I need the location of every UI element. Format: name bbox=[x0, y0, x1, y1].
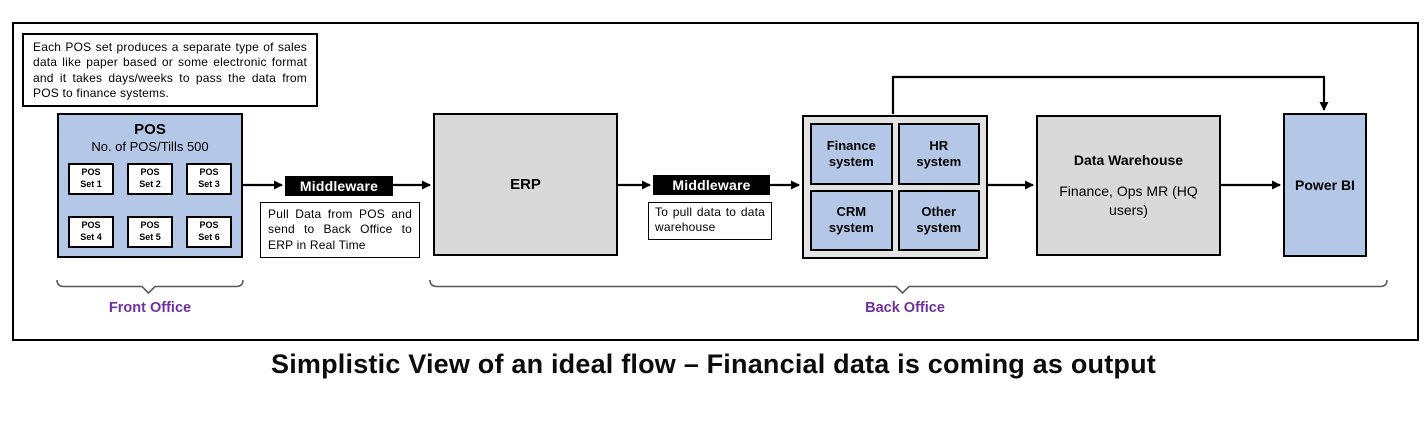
pos-set-6-line1: POS bbox=[199, 220, 219, 231]
pos-set-3-line1: POS bbox=[199, 167, 219, 178]
pos-set-row-1: POS Set 1 POS Set 2 POS Set 3 bbox=[59, 163, 241, 195]
data-warehouse-subtitle: Finance, Ops MR (HQ users) bbox=[1059, 183, 1198, 218]
pos-set-5: POS Set 5 bbox=[127, 216, 173, 248]
backoffice-systems-grid: Finance system HR system CRM system Othe… bbox=[802, 115, 988, 259]
pos-subtitle: No. of POS/Tills 500 bbox=[91, 139, 209, 154]
pos-set-3: POS Set 3 bbox=[186, 163, 232, 195]
pos-set-6-line2: Set 6 bbox=[198, 232, 220, 242]
data-warehouse-box: Data Warehouse Finance, Ops MR (HQ users… bbox=[1036, 115, 1221, 256]
crm-system-box: CRM system bbox=[810, 189, 893, 251]
middleware-2-note: To pull data to data warehouse bbox=[648, 202, 772, 240]
front-office-label: Front Office bbox=[108, 300, 192, 316]
power-bi-box: Power BI bbox=[1283, 113, 1367, 257]
pos-set-4: POS Set 4 bbox=[68, 216, 114, 248]
pos-set-6: POS Set 6 bbox=[186, 216, 232, 248]
pos-annotation-note: Each POS set produces a separate type of… bbox=[22, 33, 318, 107]
pos-set-1-line1: POS bbox=[81, 167, 101, 178]
pos-set-2: POS Set 2 bbox=[127, 163, 173, 195]
pos-set-5-line2: Set 5 bbox=[139, 232, 161, 242]
finance-system-box: Finance system bbox=[810, 123, 893, 185]
pos-set-1-line2: Set 1 bbox=[80, 179, 102, 189]
pos-set-4-line2: Set 4 bbox=[80, 232, 102, 242]
data-warehouse-title: Data Warehouse bbox=[1073, 152, 1184, 169]
pos-box: POS No. of POS/Tills 500 POS Set 1 POS S… bbox=[57, 113, 243, 258]
middleware-1-box: Middleware bbox=[285, 176, 393, 196]
hr-system-box: HR system bbox=[897, 123, 980, 185]
back-office-label: Back Office bbox=[865, 300, 945, 316]
middleware-2-box: Middleware bbox=[653, 175, 770, 195]
diagram-caption: Simplistic View of an ideal flow – Finan… bbox=[271, 349, 1156, 379]
other-system-box: Other system bbox=[897, 189, 980, 251]
pos-set-5-line1: POS bbox=[140, 220, 160, 231]
pos-set-2-line2: Set 2 bbox=[139, 179, 161, 189]
pos-set-4-line1: POS bbox=[81, 220, 101, 231]
pos-set-1: POS Set 1 bbox=[68, 163, 114, 195]
erp-box: ERP bbox=[433, 113, 618, 256]
pos-set-2-line1: POS bbox=[140, 167, 160, 178]
pos-set-3-line2: Set 3 bbox=[198, 179, 220, 189]
pos-set-row-2: POS Set 4 POS Set 5 POS Set 6 bbox=[59, 216, 241, 248]
pos-title: POS bbox=[134, 121, 166, 138]
middleware-1-note: Pull Data from POS and send to Back Offi… bbox=[260, 202, 420, 258]
